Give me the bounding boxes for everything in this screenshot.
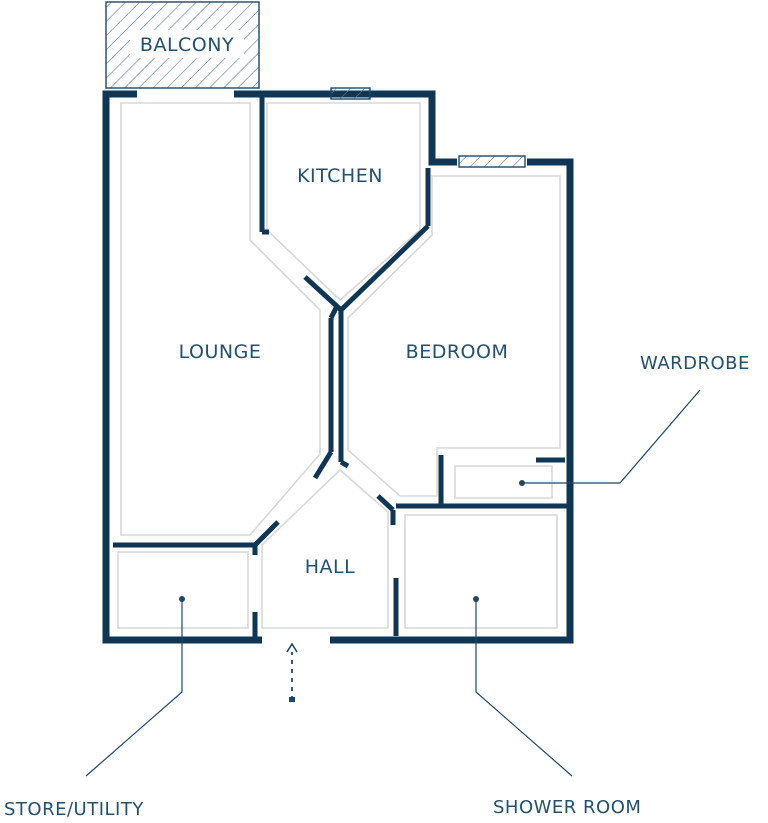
kitchen-window <box>330 87 371 100</box>
hall-label: HALL <box>305 556 355 578</box>
wardrobe-label: WARDROBE <box>640 353 750 374</box>
bedroom-window <box>458 155 526 168</box>
room-outlines <box>117 102 561 629</box>
interior-walls <box>113 94 570 640</box>
store-callout <box>85 596 185 777</box>
bedroom-label: BEDROOM <box>406 341 509 363</box>
balcony <box>105 1 260 89</box>
entrance-arrow <box>286 642 298 702</box>
store-utility-label: STORE/UTILITY <box>4 799 144 820</box>
balcony-label: BALCONY <box>140 34 234 56</box>
lounge-label: LOUNGE <box>179 341 262 363</box>
kitchen-label: KITCHEN <box>297 165 383 187</box>
shower-room-label: SHOWER ROOM <box>493 797 641 818</box>
wardrobe-callout <box>519 389 701 486</box>
shower-callout <box>473 596 573 777</box>
